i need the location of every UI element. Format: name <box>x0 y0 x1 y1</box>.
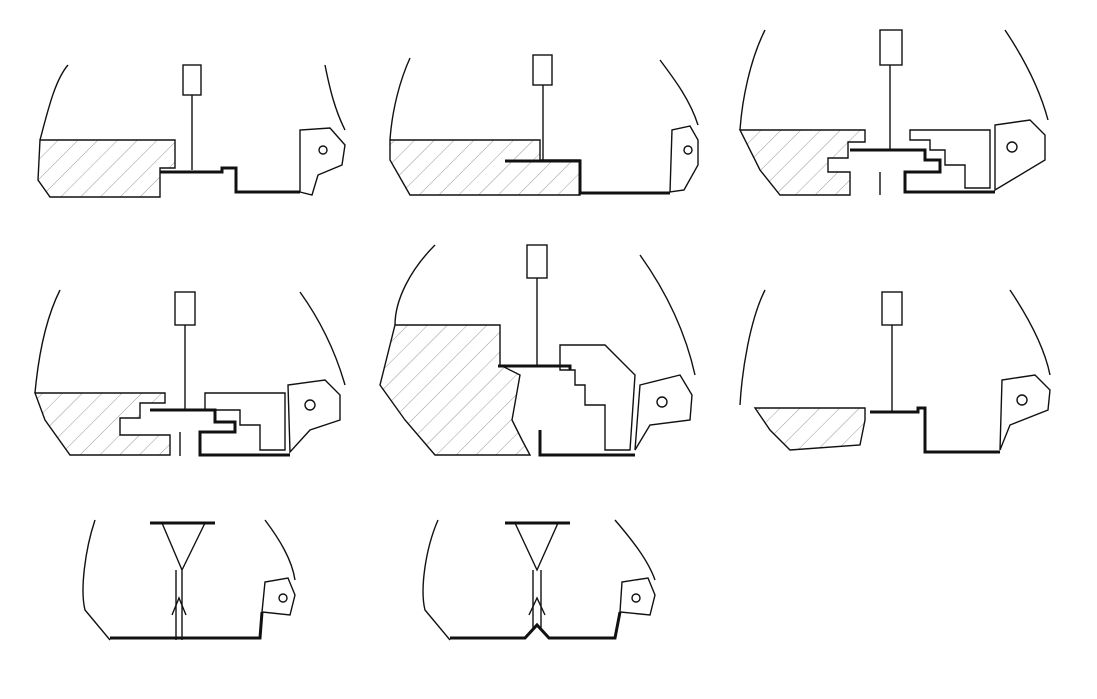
right-tissue-outline <box>1009 289 1051 376</box>
panel-1 <box>37 64 346 198</box>
base-line <box>110 611 264 640</box>
stepped-component <box>204 392 286 451</box>
implant-plate <box>498 364 572 370</box>
stepped-component <box>559 344 636 451</box>
tool-handle <box>879 29 903 66</box>
right-tissue-outline <box>299 291 346 386</box>
left-tissue-outline <box>39 64 69 141</box>
fixture-pin-icon <box>656 396 668 408</box>
left-tissue-outline <box>389 57 411 141</box>
fixture-pin-icon <box>683 145 693 155</box>
hatched-bone-block <box>37 139 176 198</box>
fixture-pin-icon <box>1016 394 1028 406</box>
panel-6 <box>739 289 1051 454</box>
fixture-pin-icon <box>631 593 641 603</box>
clip-fixture <box>287 379 341 454</box>
left-tissue-outline <box>394 244 436 326</box>
stepped-implant <box>850 148 995 194</box>
fixture-pin-icon <box>278 593 288 603</box>
clip-fixture <box>999 374 1051 451</box>
fixture-pin-icon <box>304 399 316 411</box>
left-tissue-outline <box>82 519 111 641</box>
clip-fixture <box>619 577 656 616</box>
implant-plate <box>160 166 300 194</box>
left-tissue-outline <box>422 519 451 641</box>
panel-3 <box>738 29 1049 196</box>
right-tissue-outline <box>614 519 656 581</box>
implant-plate <box>505 159 670 195</box>
right-tissue-outline <box>1004 29 1049 121</box>
clip-fixture <box>261 577 296 616</box>
panel-2 <box>389 54 699 196</box>
tool-handle <box>526 244 548 279</box>
tool-handle <box>182 64 202 96</box>
right-tissue-outline <box>264 519 296 581</box>
panel-5 <box>379 244 696 457</box>
hatched-bone-block <box>753 407 866 451</box>
clip-fixture <box>994 119 1046 192</box>
right-tissue-outline <box>639 254 696 376</box>
hatched-bone-block <box>389 139 581 196</box>
fixture-pin-icon <box>318 145 328 155</box>
base-line <box>538 430 635 457</box>
y-tool-arms <box>514 522 559 630</box>
fixture-pin-icon <box>1006 141 1018 153</box>
clip-fixture <box>299 127 346 196</box>
base-line <box>450 611 622 640</box>
tool-handle <box>881 291 903 326</box>
tool-handle <box>532 54 553 86</box>
right-tissue-outline <box>324 64 346 131</box>
hatched-bone-block <box>738 129 866 196</box>
left-tissue-outline <box>739 29 766 131</box>
clip-fixture <box>634 374 693 451</box>
implant-plate <box>870 406 1000 454</box>
left-tissue-outline <box>739 289 766 406</box>
clip-fixture <box>669 125 699 193</box>
arrow-up-icon <box>528 596 546 616</box>
stepped-component <box>909 129 991 189</box>
panel-7 <box>82 519 296 641</box>
left-tissue-outline <box>34 289 61 394</box>
tool-handle <box>174 291 196 326</box>
hatched-bone-block <box>379 324 532 456</box>
y-tool-arms <box>161 522 206 640</box>
panel-8 <box>422 519 656 641</box>
right-tissue-outline <box>659 59 699 126</box>
stepped-implant <box>150 408 290 457</box>
arrow-up-icon <box>171 596 187 616</box>
panel-4 <box>33 289 346 457</box>
hatched-bone-block <box>33 392 171 456</box>
